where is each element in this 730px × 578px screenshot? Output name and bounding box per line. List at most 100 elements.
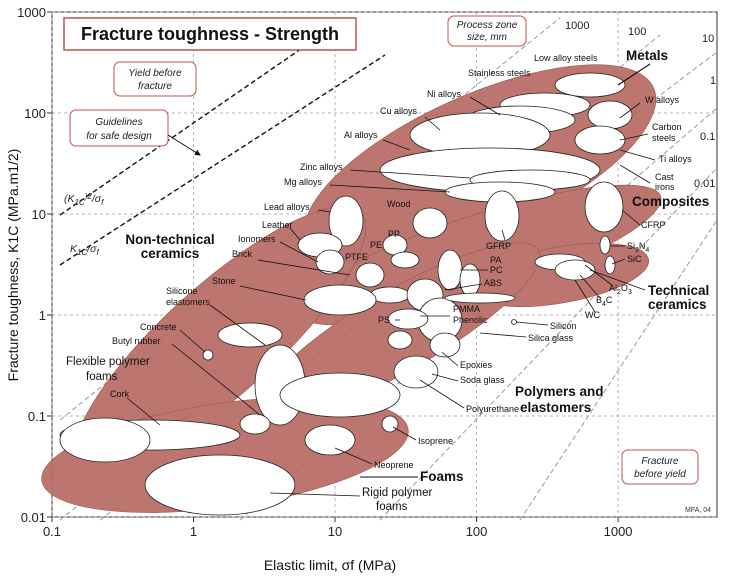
guidelines-arrow <box>167 134 201 156</box>
zone-1000: 1000 <box>565 20 589 32</box>
zone-size-labels: 1000 100 10 1 0.1 0.01 <box>565 20 716 190</box>
bubble-lead-alloys <box>328 195 364 247</box>
bubble-w-alloys <box>587 100 633 130</box>
zone-1: 1 <box>710 75 716 87</box>
label-polyurethane: Polyurethane <box>466 404 519 414</box>
label-technical-ceramics-2: ceramics <box>648 297 707 312</box>
label-w-alloys: W alloys <box>645 95 680 105</box>
process-zone-note <box>447 15 527 47</box>
bubble-butyl-rubber <box>202 349 214 361</box>
label-isoprene: Isoprene <box>418 436 453 446</box>
bubble-silicon <box>511 319 517 325</box>
label-b4c: B4C <box>596 295 613 308</box>
label-flexible-1: Flexible polymer <box>66 356 150 368</box>
label-ni-alloys: Ni alloys <box>427 89 462 99</box>
label-cast-2: irons <box>655 182 675 192</box>
label-si3n4: Si3N4 <box>627 241 649 254</box>
label-al2o3: Al2O3 <box>609 283 632 296</box>
bubble-ps <box>387 308 429 330</box>
bubble-wc <box>554 259 596 281</box>
family-labels: Metals Composites Technical ceramics Non… <box>125 48 709 484</box>
label-ps: PS <box>378 315 390 325</box>
fracture-before-yield-note <box>621 449 699 485</box>
label-rigid-2: foams <box>376 501 408 513</box>
label-cfrp: CFRP <box>641 220 666 230</box>
guidelines-line2: for safe design <box>86 131 152 142</box>
label-foams: Foams <box>420 469 464 484</box>
bubble-pe <box>390 251 420 269</box>
label-cast-1: Cast <box>655 172 674 182</box>
label-silicone-1: Silicone <box>166 286 198 296</box>
zone-100: 100 <box>628 26 646 38</box>
label-soda-glass: Soda glass <box>460 375 505 385</box>
y-tick-label: 1 <box>39 308 46 323</box>
label-pc: PC <box>490 265 503 275</box>
bubble-pa <box>437 249 463 291</box>
label-wc: WC <box>585 310 600 320</box>
label-epoxies: Epoxies <box>460 360 493 370</box>
bubble-epoxies <box>429 332 461 358</box>
fby-line2: before yield <box>634 469 686 480</box>
label-metals: Metals <box>626 48 668 63</box>
label-carbon-2: steels <box>652 133 676 143</box>
credit: MFA, 04 <box>685 507 711 514</box>
label-flexible-2: foams <box>86 371 118 383</box>
x-axis-label: Elastic limit, σf (MPa) <box>264 557 396 573</box>
label-pmma: PMMA <box>453 304 480 314</box>
title-box <box>63 17 357 51</box>
label-polymers-1: Polymers and <box>515 384 604 399</box>
y-tick-label: 10 <box>32 207 46 222</box>
bubble-cfrp <box>584 181 624 233</box>
label-pe: PE <box>370 240 382 250</box>
label-cu-alloys: Cu alloys <box>380 106 418 116</box>
bubble-si3n4 <box>599 235 611 255</box>
label-composites: Composites <box>632 194 709 209</box>
bubble-isoprene <box>381 415 399 433</box>
label-brick: Brick <box>232 249 252 259</box>
bubble-concrete <box>217 322 283 348</box>
y-tick-label: 1000 <box>17 5 46 20</box>
yield-before-fracture-note <box>113 61 197 97</box>
label-abs: ABS <box>484 278 502 288</box>
label-cork: Cork <box>110 389 130 399</box>
label-pp: PP <box>388 229 400 239</box>
zone-0.1: 0.1 <box>700 131 715 143</box>
label-silica-glass: Silica glass <box>528 333 574 343</box>
label-al-alloys: Al alloys <box>344 130 378 140</box>
bubble-phenolic <box>444 292 516 304</box>
bubble-rigid-polymer-foams <box>144 454 296 516</box>
label-mg-alloys: Mg alloys <box>284 177 323 187</box>
bubble-stone <box>303 284 377 316</box>
label-leather: Leather <box>262 220 293 230</box>
bubble-wood <box>412 207 448 239</box>
label-rigid-1: Rigid polymer <box>362 487 432 499</box>
process-zone-label: Process zone <box>457 20 518 31</box>
label-stainless-steels: Stainless steels <box>468 68 531 78</box>
y-tick-label: 0.01 <box>21 510 46 525</box>
leader-lines <box>126 96 656 497</box>
bubble-carbon-steels <box>574 125 626 155</box>
material-bubbles <box>59 72 633 516</box>
label-ti-alloys: Ti alloys <box>659 154 692 164</box>
k2-over-sigma: (K1C)2/σf <box>64 192 104 207</box>
yield-note-line2: fracture <box>138 81 172 92</box>
label-gfrp: GFRP <box>486 241 511 251</box>
label-silicon: Silicon <box>550 321 577 331</box>
bubble-sic <box>604 255 616 275</box>
bubble-cork <box>239 413 271 435</box>
bubble-brick <box>355 262 385 288</box>
x-tick-label: 1 <box>190 524 197 539</box>
process-zone-label-2: size, mm <box>467 32 507 43</box>
label-carbon-1: Carbon <box>652 122 682 132</box>
label-wood: Wood <box>387 199 410 209</box>
bubble-gfrp <box>484 190 520 242</box>
label-ptfe: PTFE <box>345 252 368 262</box>
bubble-soda-glass <box>393 355 439 389</box>
yield-note-line1: Yield before <box>128 68 182 79</box>
x-tick-label: 10 <box>328 524 342 539</box>
guidelines-line1: Guidelines <box>95 117 142 128</box>
label-polymers-2: elastomers <box>520 400 591 415</box>
y-axis-label: Fracture toughness, K1C (MPa.m1/2) <box>5 149 21 382</box>
